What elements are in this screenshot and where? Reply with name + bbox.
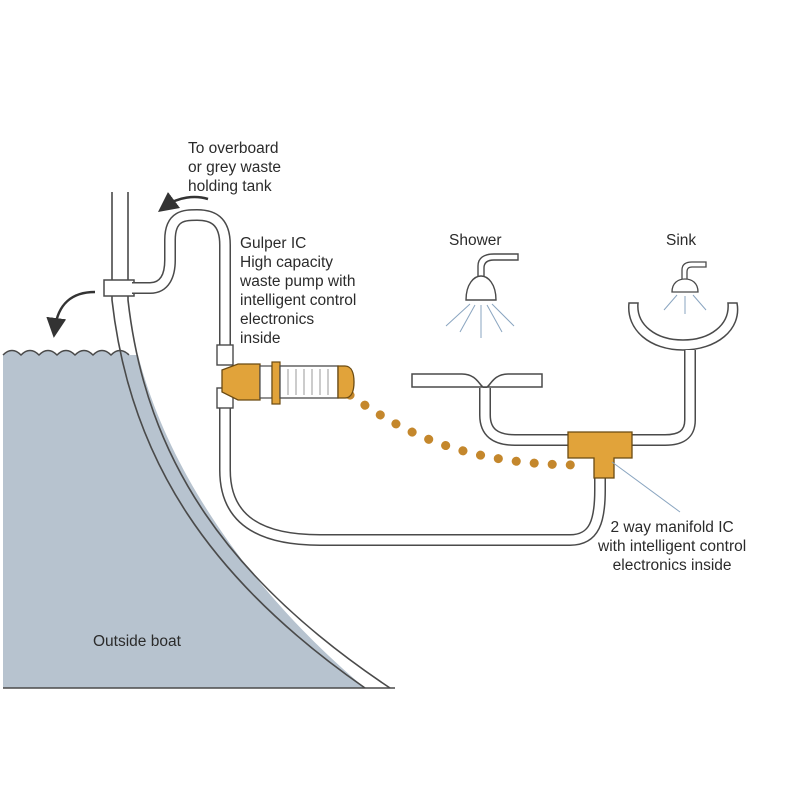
manifold-leader-line — [611, 461, 681, 513]
pump-label: Gulper IC High capacity waste pump with … — [240, 234, 356, 348]
sink-label: Sink — [666, 232, 697, 249]
overboard-label-line: or grey waste — [188, 159, 282, 176]
shower-tray — [411, 373, 570, 446]
manifold-label-line: with intelligent control — [598, 538, 747, 555]
intake-pipe — [219, 395, 606, 546]
boat-hull — [111, 192, 366, 689]
pump-label-line: Gulper IC — [240, 235, 307, 252]
pump-label-line: waste pump with — [240, 273, 356, 290]
through-hull-fitting — [103, 279, 135, 297]
sink-basin — [628, 302, 739, 446]
control-wire — [345, 390, 585, 470]
boat-hull-inner — [127, 192, 391, 689]
overboard-label-line: To overboard — [188, 140, 279, 157]
overboard-label: To overboard or grey waste holding tank — [188, 139, 281, 196]
drain-arrow-icon — [46, 290, 96, 338]
manifold-label-line: electronics inside — [612, 557, 732, 574]
overboard-arrow-icon — [157, 192, 209, 212]
manifold-label-line: 2 way manifold IC — [610, 519, 734, 536]
shower-head-icon — [445, 253, 519, 338]
manifold-label: 2 way manifold IC with intelligent contr… — [598, 518, 746, 575]
sink-tap-icon — [663, 261, 707, 314]
pump-label-line: intelligent control — [240, 292, 357, 309]
pump-label-line: inside — [240, 330, 281, 347]
overboard-label-line: holding tank — [188, 178, 272, 195]
pump-label-line: High capacity — [240, 254, 334, 271]
gulper-pump — [216, 344, 355, 409]
manifold-ic — [567, 431, 633, 479]
pump-label-line: electronics — [240, 311, 315, 328]
water-waves — [2, 349, 130, 357]
outside-boat-label: Outside boat — [93, 633, 181, 650]
outside-water — [3, 355, 365, 688]
discharge-pipe — [132, 209, 231, 360]
shower-label: Shower — [449, 232, 502, 249]
